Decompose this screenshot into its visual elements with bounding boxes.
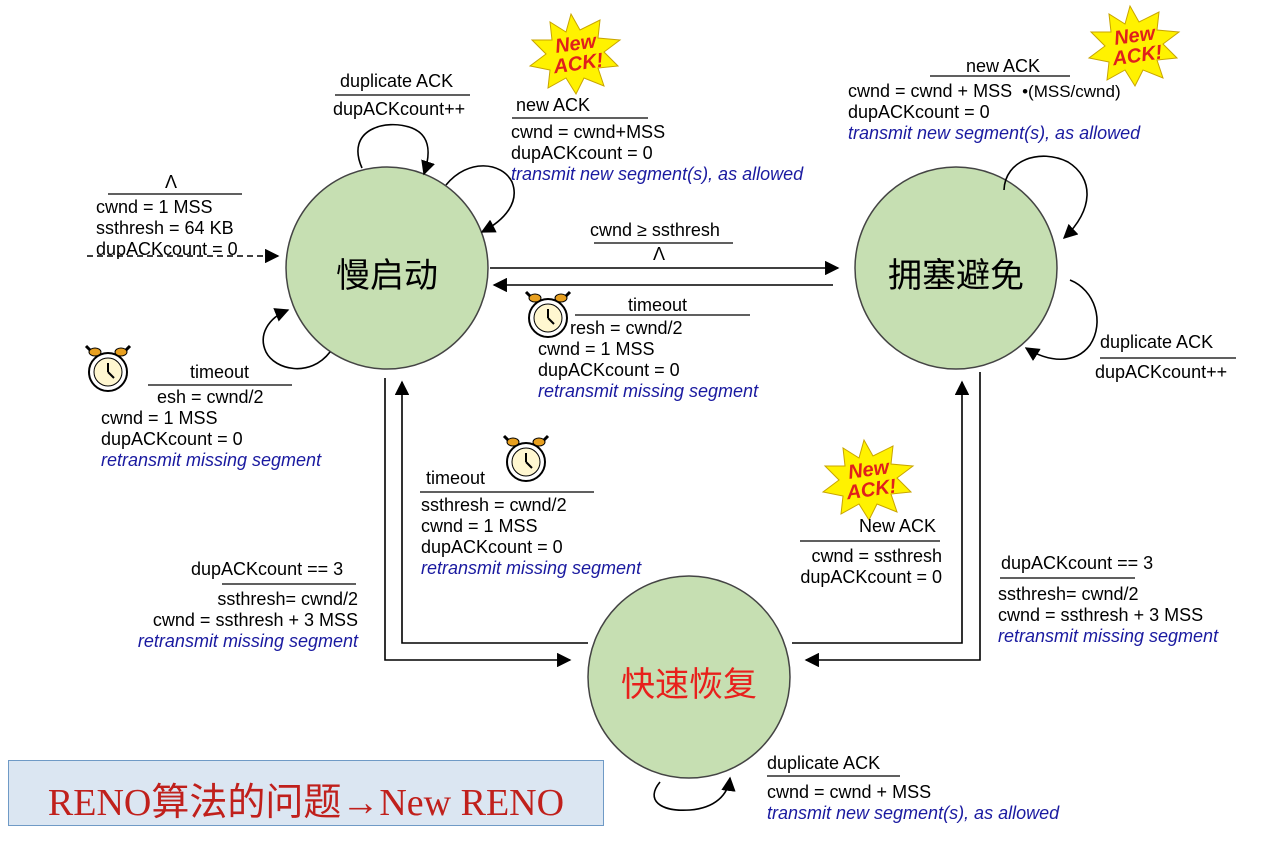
new-ack-burst-2 [1087, 4, 1181, 88]
ss-newack-loop [445, 165, 515, 233]
alarm-clock-icon [84, 344, 132, 392]
ss-to-fr-arrow [384, 378, 572, 668]
ca-timeout-event: timeout [628, 295, 688, 315]
label-dividers [108, 75, 1236, 777]
ss-dup-event: duplicate ACK [340, 71, 454, 91]
new-ack-burst-1 [528, 12, 622, 96]
state-circle-fast-recovery [587, 575, 791, 779]
ca-newack-loop [1003, 155, 1088, 239]
fr-dup-event: duplicate ACK [767, 753, 881, 773]
state-label-slow-start: 慢启动 [336, 256, 438, 296]
state-circle-congestion-avoidance [854, 166, 1058, 370]
init-event: Λ [165, 172, 178, 192]
new-ack-burst-text: New ACK! [1111, 22, 1164, 71]
ca-dup-action: dupACKcount++ [1095, 362, 1228, 382]
state-label-congestion-avoidance: 拥塞避免 [888, 256, 1024, 296]
state-label-fast-recovery: 快速恢复 [621, 665, 757, 705]
ca-newack-action: cwnd = cwnd + MSS •(MSS/cwnd) dupACKcoun… [848, 81, 1141, 143]
new-ack-burst-text: New ACK! [552, 30, 605, 79]
fr-to-ca-arrow [792, 380, 970, 644]
ss-newack-event: new ACK [516, 95, 591, 115]
ss-to-fr-event: dupACKcount == 3 [191, 559, 344, 579]
slide-title-box: RENO算法的问题→New RENO [8, 760, 604, 826]
ss-dup-loop [357, 123, 435, 176]
ss-dup-action: dupACKcount++ [333, 99, 466, 119]
ca-newack-event: new ACK [966, 56, 1041, 76]
ss-timeout-event: timeout [190, 362, 250, 382]
ss-timeout-loop [262, 308, 331, 370]
alarm-clock-icon [524, 290, 572, 338]
new-ack-burst-text: New ACK! [845, 456, 898, 505]
ca-dup-loop [1024, 279, 1098, 362]
ss-to-ca-action: Λ [653, 244, 666, 264]
new-ack-burst-3 [821, 438, 915, 522]
fr-to-ss-arrow [394, 380, 588, 644]
fr-timeout-event: timeout [426, 468, 486, 488]
ca-to-fr-event: dupACKcount == 3 [1001, 553, 1154, 573]
ca-dup-event: duplicate ACK [1100, 332, 1214, 352]
fr-dup-loop [653, 776, 736, 811]
slide-title: RENO算法的问题→New RENO [47, 782, 565, 824]
alarm-clock-icon [502, 434, 550, 482]
fr-newack-event: New ACK [858, 516, 936, 536]
ca-to-fr-arrow [804, 372, 981, 668]
ss-to-ca-event: cwnd ≥ ssthresh [590, 220, 720, 240]
state-circle-slow-start [285, 166, 489, 370]
